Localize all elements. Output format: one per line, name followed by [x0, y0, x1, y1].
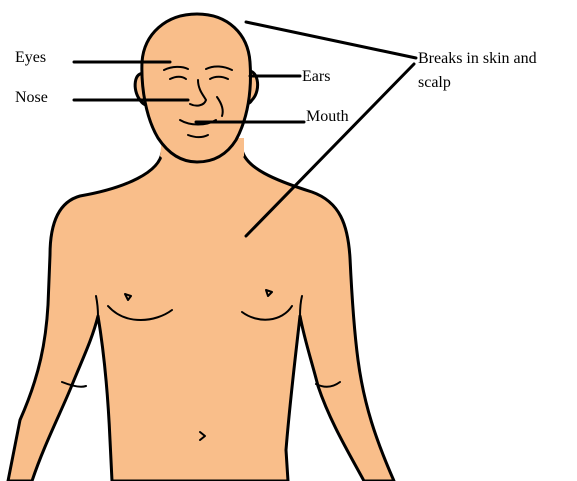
eyes-label: Eyes	[15, 49, 46, 66]
breaks-label-line2: scalp	[418, 74, 451, 91]
breaks-scalp-leader-line	[246, 22, 416, 58]
nose-label: Nose	[15, 89, 48, 106]
ears-label: Ears	[302, 68, 330, 85]
torso-shape	[8, 150, 394, 481]
mouth-label: Mouth	[306, 108, 349, 125]
head-shape	[142, 14, 251, 162]
breaks-label-line1: Breaks in skin and	[418, 50, 537, 67]
